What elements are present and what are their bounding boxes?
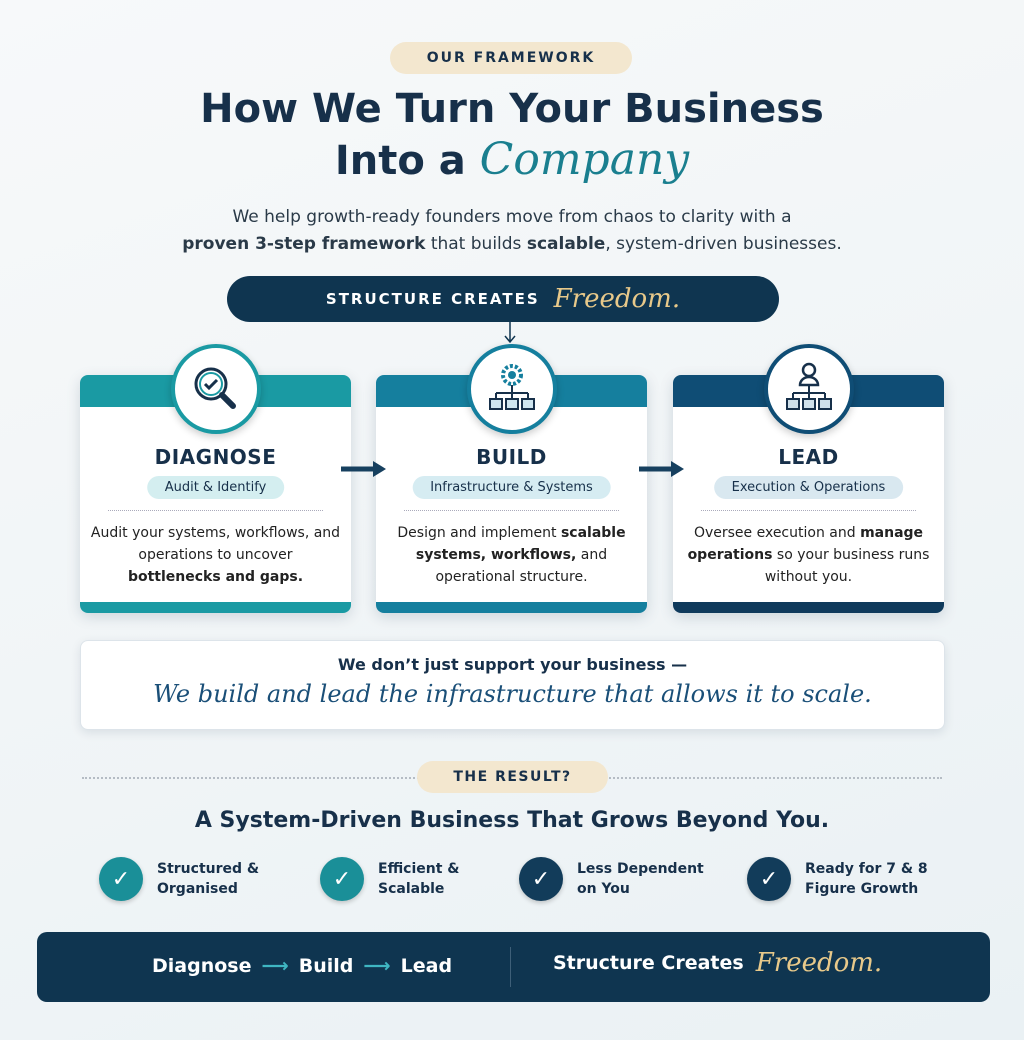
step-title: BUILD bbox=[476, 445, 547, 469]
card-bottom-band bbox=[80, 602, 351, 613]
title-line-2: Into a Company bbox=[0, 134, 1024, 185]
arrow-icon: ⟶ bbox=[363, 955, 391, 977]
footer-step-lead: Lead bbox=[400, 955, 453, 977]
footer-tagline-text: Structure Creates bbox=[553, 952, 744, 974]
banner-script: Freedom. bbox=[553, 284, 681, 314]
result-label: Less Dependent on You bbox=[577, 859, 707, 899]
step-tag: Audit & Identify bbox=[146, 476, 285, 499]
result-item: ✓ Less Dependent on You bbox=[519, 857, 707, 901]
title-prefix: Into a bbox=[334, 138, 466, 184]
desc-pre: Audit your systems, workflows, and opera… bbox=[90, 525, 341, 563]
quote-line2: We build and lead the infrastructure tha… bbox=[153, 680, 872, 708]
gear-hierarchy-icon bbox=[467, 344, 557, 434]
desc-post: so your business runs without you. bbox=[764, 547, 930, 585]
footer-script: Freedom. bbox=[755, 948, 883, 978]
label-l2: Organised bbox=[157, 881, 238, 897]
down-arrow-icon bbox=[504, 322, 516, 344]
arrow-icon: ⟶ bbox=[261, 955, 289, 977]
footer-tagline: Structure Creates Freedom. bbox=[553, 948, 882, 978]
result-item: ✓ Efficient & Scalable bbox=[320, 857, 508, 901]
label-l2: Scalable bbox=[378, 881, 445, 897]
eyebrow-pill: OUR FRAMEWORK bbox=[390, 42, 632, 74]
result-item: ✓ Ready for 7 & 8 Figure Growth bbox=[747, 857, 935, 901]
step-title: DIAGNOSE bbox=[154, 445, 277, 469]
footer-bar: Diagnose ⟶ Build ⟶ Lead Structure Create… bbox=[37, 932, 990, 1002]
desc-pre: Design and implement bbox=[397, 525, 561, 541]
subtitle-end: , system-driven businesses. bbox=[605, 234, 842, 254]
right-arrow-icon bbox=[639, 461, 684, 477]
result-item: ✓ Structured & Organised bbox=[99, 857, 287, 901]
divider bbox=[404, 510, 619, 511]
step-desc: Audit your systems, workflows, and opera… bbox=[90, 522, 341, 588]
label-l1: Ready for 7 & 8 bbox=[805, 861, 928, 877]
quote-line1: We don’t just support your business — bbox=[337, 655, 688, 674]
check-icon: ✓ bbox=[320, 857, 364, 901]
desc-bold: scalable systems, workflows, bbox=[415, 525, 626, 563]
check-icon: ✓ bbox=[747, 857, 791, 901]
result-label: Efficient & Scalable bbox=[378, 859, 508, 899]
divider bbox=[108, 510, 323, 511]
banner-text: STRUCTURE CREATES bbox=[325, 290, 540, 308]
footer-steps: Diagnose ⟶ Build ⟶ Lead bbox=[152, 955, 452, 977]
step-desc: Oversee execution and manage operations … bbox=[683, 522, 934, 588]
step-title: LEAD bbox=[778, 445, 839, 469]
result-heading: A System-Driven Business That Grows Beyo… bbox=[194, 808, 830, 833]
check-icon: ✓ bbox=[99, 857, 143, 901]
structure-banner: STRUCTURE CREATES Freedom. bbox=[227, 276, 779, 322]
step-desc: Design and implement scalable systems, w… bbox=[386, 522, 637, 588]
result-label: Ready for 7 & 8 Figure Growth bbox=[805, 859, 935, 899]
title-script: Company bbox=[479, 134, 690, 185]
desc-post: and operational structure. bbox=[435, 547, 608, 585]
desc-bold: manage operations bbox=[687, 525, 924, 563]
subtitle-bold2: scalable bbox=[526, 234, 606, 254]
footer-divider bbox=[510, 947, 511, 987]
subtitle-mid: that builds bbox=[425, 234, 527, 254]
footer-step-diagnose: Diagnose bbox=[152, 955, 252, 977]
card-bottom-band bbox=[376, 602, 647, 613]
quote-box: We don’t just support your business — We… bbox=[80, 640, 945, 730]
desc-pre: Oversee execution and bbox=[693, 525, 861, 541]
step-card-lead: LEAD Execution & Operations Oversee exec… bbox=[673, 375, 944, 613]
label-l2: Figure Growth bbox=[805, 881, 919, 897]
check-icon: ✓ bbox=[519, 857, 563, 901]
divider bbox=[701, 510, 916, 511]
subtitle-line1: We help growth-ready founders move from … bbox=[232, 207, 792, 227]
desc-bold: bottlenecks and gaps. bbox=[127, 569, 304, 585]
step-tag: Execution & Operations bbox=[713, 476, 904, 499]
label-l2: on You bbox=[577, 881, 630, 897]
step-tag: Infrastructure & Systems bbox=[412, 476, 611, 499]
label-l1: Structured & bbox=[157, 861, 260, 877]
footer-step-build: Build bbox=[298, 955, 354, 977]
title-line-1: How We Turn Your Business bbox=[200, 86, 824, 132]
result-pill: THE RESULT? bbox=[417, 761, 608, 793]
label-l1: Efficient & bbox=[378, 861, 460, 877]
subtitle-bold1: proven 3-step framework bbox=[182, 234, 426, 254]
person-hierarchy-icon bbox=[764, 344, 854, 434]
right-arrow-icon bbox=[341, 461, 386, 477]
magnifier-check-icon bbox=[171, 344, 261, 434]
subtitle: We help growth-ready founders move from … bbox=[0, 204, 1024, 258]
result-label: Structured & Organised bbox=[157, 859, 287, 899]
card-bottom-band bbox=[673, 602, 944, 613]
label-l1: Less Dependent bbox=[577, 861, 704, 877]
